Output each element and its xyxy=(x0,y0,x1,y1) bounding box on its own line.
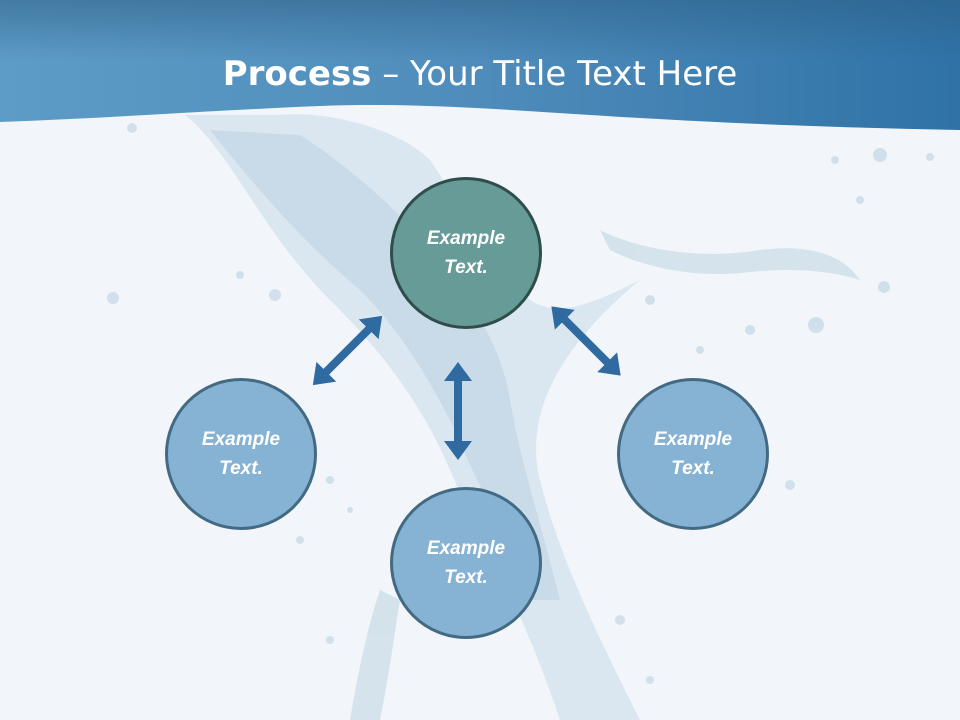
node-top: Example Text. xyxy=(390,177,542,329)
node-right: Example Text. xyxy=(617,378,769,530)
title-rest-text: – Your Title Text Here xyxy=(371,54,738,94)
node-top-line2: Text. xyxy=(444,257,488,278)
node-left: Example Text. xyxy=(165,378,317,530)
title-bold-text: Process xyxy=(222,54,372,94)
node-top-line1: Example xyxy=(426,228,506,249)
node-bottom-line1: Example xyxy=(426,538,506,559)
node-right-line2: Text. xyxy=(671,458,715,479)
node-right-line1: Example xyxy=(653,429,733,450)
node-left-line1: Example xyxy=(201,429,281,450)
node-bottom: Example Text. xyxy=(390,487,542,639)
slide-title: Process – Your Title Text Here xyxy=(0,52,960,96)
node-bottom-line2: Text. xyxy=(444,567,488,588)
node-left-line2: Text. xyxy=(219,458,263,479)
